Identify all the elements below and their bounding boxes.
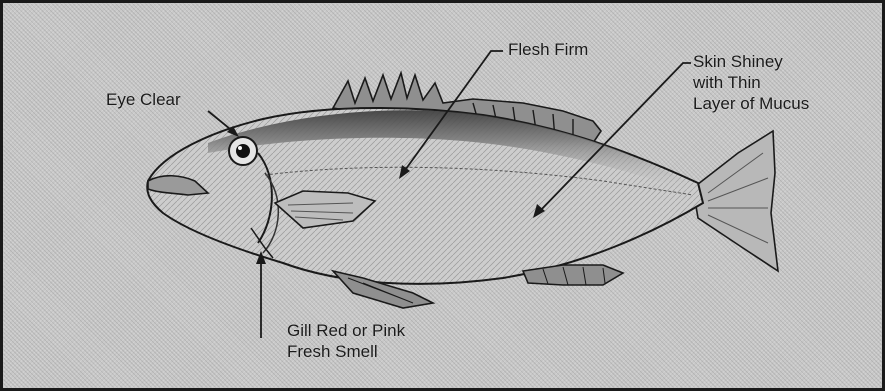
tail-fin <box>693 131 778 271</box>
gill-pointer <box>256 251 266 338</box>
skin-label-line-2: with Thin <box>693 72 809 93</box>
gill-label-line-2: Fresh Smell <box>287 341 405 362</box>
skin-label-line-1: Skin Shiney <box>693 51 809 72</box>
eye-label: Eye Clear <box>106 89 181 110</box>
skin-label: Skin Shiney with Thin Layer of Mucus <box>693 51 809 114</box>
gill-label-line-1: Gill Red or Pink <box>287 320 405 341</box>
gill-label: Gill Red or Pink Fresh Smell <box>287 320 405 362</box>
skin-label-line-3: Layer of Mucus <box>693 93 809 114</box>
anal-fin <box>523 265 623 285</box>
eye-icon <box>229 137 257 165</box>
flesh-label: Flesh Firm <box>508 39 588 60</box>
